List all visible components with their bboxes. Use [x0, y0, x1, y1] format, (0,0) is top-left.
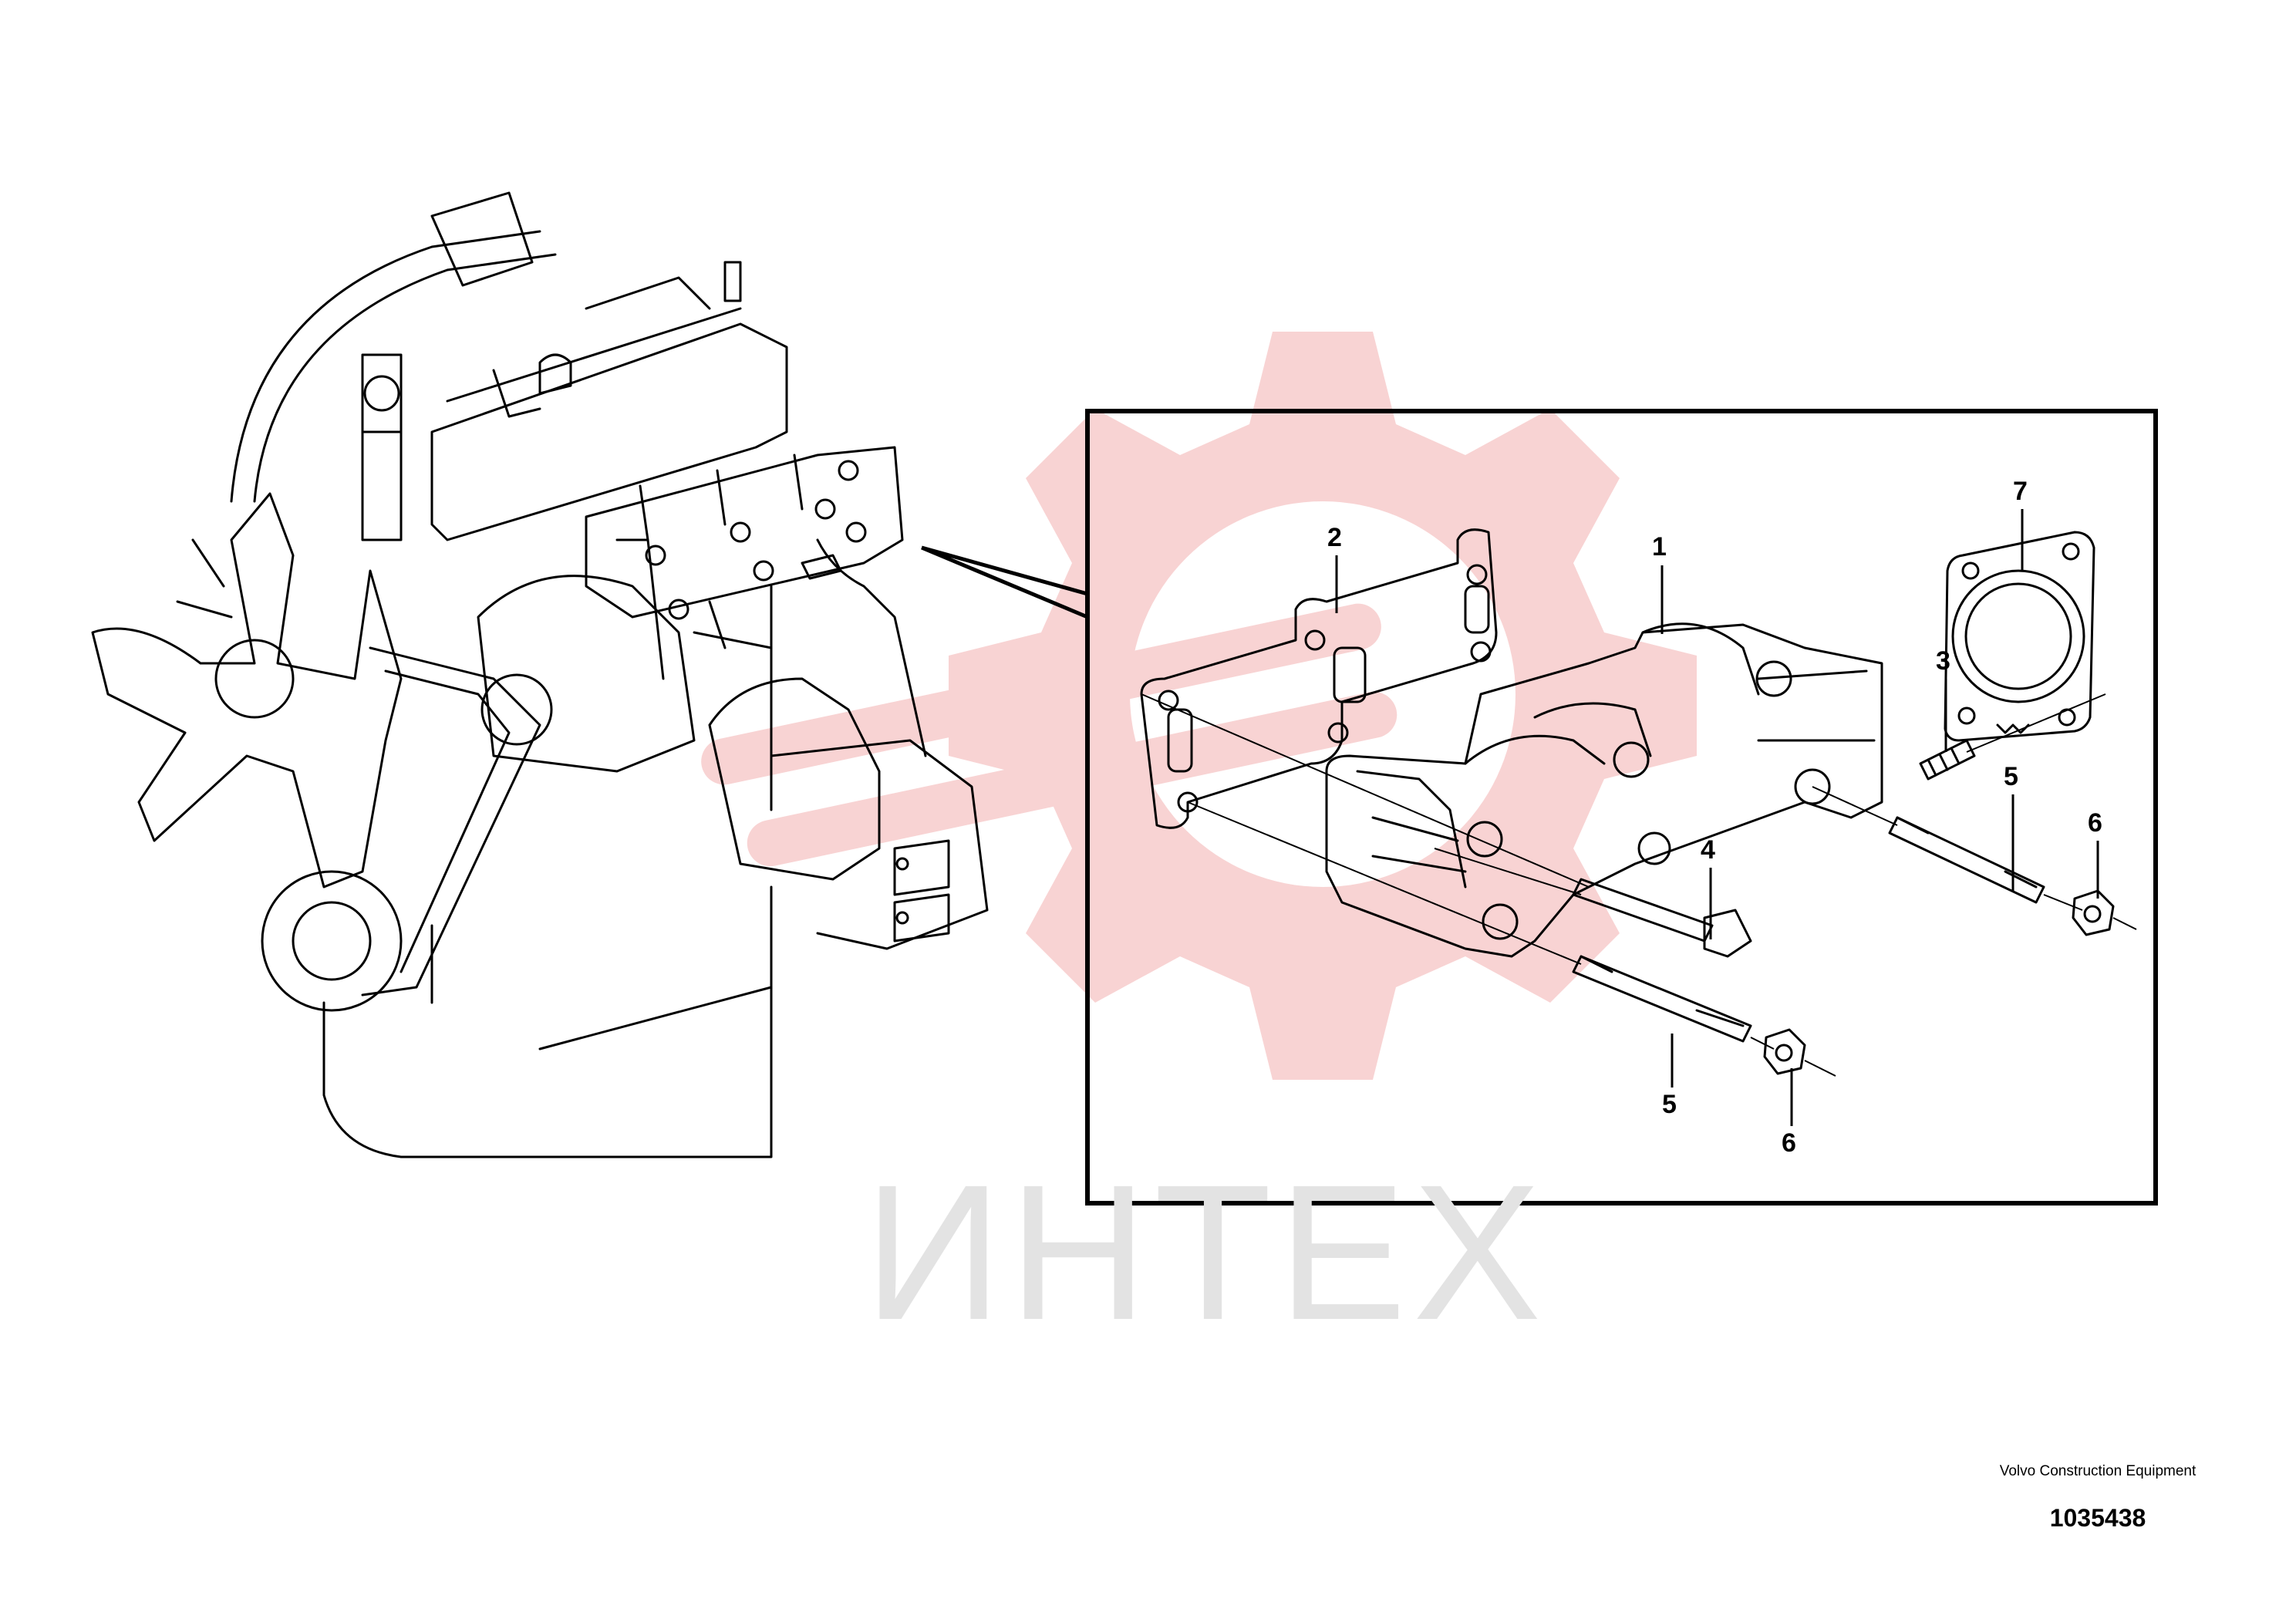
callout-5-lower: 5: [1662, 1090, 1677, 1119]
callout-leaders: [1335, 509, 2099, 1126]
callout-3: 3: [1936, 646, 1950, 676]
callout-7: 7: [2013, 477, 2028, 506]
callout-6-upper: 6: [2088, 808, 2102, 838]
engine-illustration: [91, 191, 989, 1158]
callout-2: 2: [1327, 523, 1342, 552]
part-number: 1035438: [2049, 1504, 2146, 1532]
callout-4: 4: [1701, 835, 1715, 865]
callout-1: 1: [1652, 532, 1667, 561]
watermark-text: ИНТЕХ: [864, 1145, 1548, 1360]
watermark-gear-icon: [701, 332, 1697, 1080]
callout-5-upper: 5: [2004, 762, 2018, 791]
detail-frame: [1085, 409, 2158, 1206]
detail-parts: [1140, 528, 2115, 1075]
callout-6-lower: 6: [1782, 1128, 1796, 1158]
assembly-axis-lines: [1141, 693, 2137, 1077]
brand-label: Volvo Construction Equipment: [1999, 1463, 2197, 1479]
zoom-callout-line: [921, 545, 1088, 619]
